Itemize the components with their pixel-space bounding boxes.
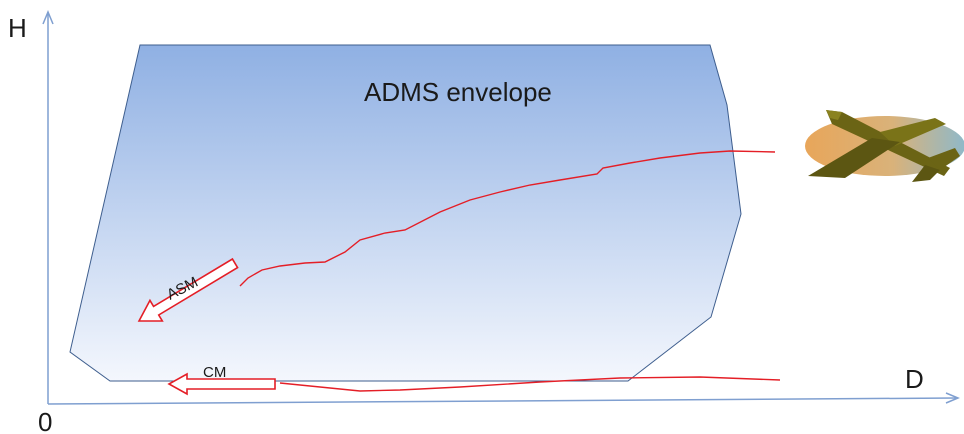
x-axis: [47, 392, 960, 405]
x-axis-label: D: [905, 364, 924, 394]
cm-arrow: [167, 372, 276, 396]
asm-arrow: [137, 257, 239, 322]
envelope-label: ADMS envelope: [364, 77, 552, 107]
adms-envelope-shape: [69, 44, 742, 382]
aircraft-icon: [805, 110, 964, 182]
cm-trajectory-line: [279, 376, 781, 392]
asm-trajectory-line: [239, 150, 776, 287]
y-axis: [42, 10, 54, 404]
y-axis-label: H: [8, 13, 27, 43]
cm-arrow-label: CM: [203, 364, 226, 381]
origin-label: 0: [38, 407, 52, 434]
